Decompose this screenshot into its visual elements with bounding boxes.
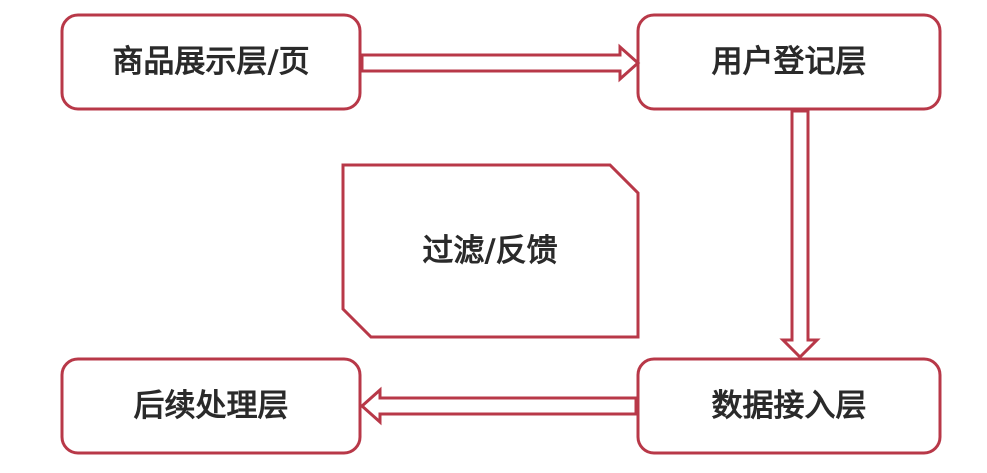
- node-data-access-label: 数据接入层: [712, 388, 867, 424]
- node-post-processing: 后续处理层: [60, 357, 362, 455]
- node-post-processing-label: 后续处理层: [134, 388, 289, 424]
- node-product-display: 商品展示层/页: [60, 13, 362, 111]
- node-user-login: 用户登记层: [636, 13, 942, 111]
- node-filter-feedback-label: 过滤/反馈: [422, 233, 557, 269]
- node-product-display-label: 商品展示层/页: [112, 44, 309, 80]
- node-user-login-label: 用户登记层: [712, 44, 867, 80]
- node-filter-feedback: 过滤/反馈: [341, 163, 640, 339]
- arrow-product-to-login: [360, 43, 641, 83]
- arrow-data-access-to-post: [359, 386, 638, 426]
- node-data-access: 数据接入层: [636, 357, 942, 455]
- arrow-login-to-data-access: [779, 109, 821, 360]
